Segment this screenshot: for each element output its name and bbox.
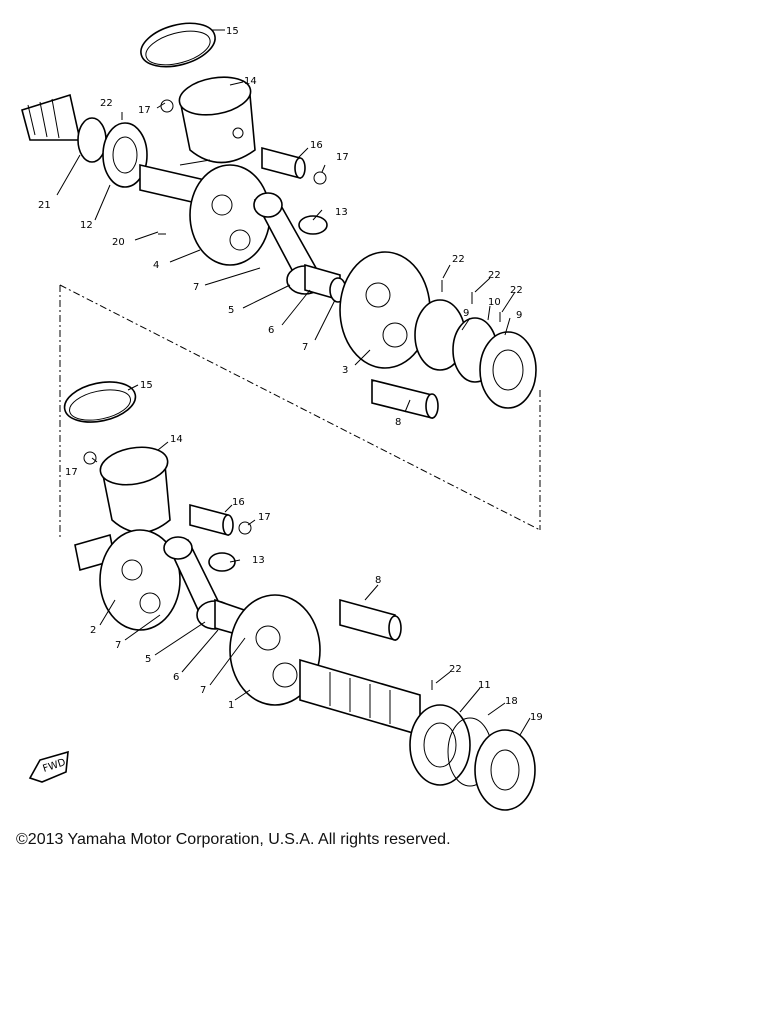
- callout: 12: [80, 220, 93, 231]
- callout: 7: [200, 685, 206, 696]
- callout: 5: [228, 305, 234, 316]
- callout: 21: [38, 200, 51, 211]
- callout: 13: [252, 555, 265, 566]
- callout: 22: [510, 285, 523, 296]
- oil-seal: [77, 117, 107, 163]
- callout: 7: [193, 282, 199, 293]
- callout: 22: [449, 664, 462, 675]
- circlip: [313, 171, 327, 185]
- piston-ring: [63, 381, 137, 423]
- callout: 10: [488, 297, 501, 308]
- callout: 7: [302, 342, 308, 353]
- callout: 8: [395, 417, 401, 428]
- callout: 16: [232, 497, 245, 508]
- callout: 17: [138, 105, 151, 116]
- forward-arrow-icon: FWD: [28, 750, 69, 783]
- callout: 6: [173, 672, 179, 683]
- crankshaft-exploded-diagram: FWD 15 14 22 17 16 17 21 12 13 20 4 7 5 …: [21, 22, 543, 811]
- piston-pin: [261, 146, 301, 180]
- callout: 8: [375, 575, 381, 586]
- crank-wheel: [229, 594, 321, 706]
- needle-bearing: [208, 552, 236, 572]
- output-shaft: [299, 658, 421, 737]
- lower-crank-assembly: [63, 381, 536, 811]
- crank-wheel: [339, 251, 431, 369]
- callout: 14: [244, 76, 257, 87]
- callout-leaders: [56, 29, 531, 736]
- callout: 17: [65, 467, 78, 478]
- piston-pin: [189, 503, 229, 537]
- callout: 19: [530, 712, 543, 723]
- callout: 20: [112, 237, 125, 248]
- oil-seal: [474, 729, 536, 811]
- callout: 22: [452, 254, 465, 265]
- callout: 4: [153, 260, 159, 271]
- copyright-notice: ©2013 Yamaha Motor Corporation, U.S.A. A…: [16, 831, 451, 848]
- callout: 14: [170, 434, 183, 445]
- circlip: [238, 521, 252, 535]
- needle-bearing: [298, 215, 328, 235]
- callout: 9: [463, 308, 469, 319]
- callout: 17: [336, 152, 349, 163]
- upper-crank-assembly: [21, 22, 537, 420]
- callout-labels: 15 14 22 17 16 17 21 12 13 20 4 7 5 6 7 …: [38, 26, 543, 723]
- crank-wheel: [189, 164, 271, 266]
- callout: 22: [488, 270, 501, 281]
- callout: 17: [258, 512, 271, 523]
- callout: 18: [505, 696, 518, 707]
- callout: 1: [228, 700, 234, 711]
- callout: 7: [115, 640, 121, 651]
- shaft: [371, 378, 433, 420]
- callout: 15: [140, 380, 153, 391]
- bearing: [409, 704, 471, 786]
- callout: 22: [100, 98, 113, 109]
- callout: 15: [226, 26, 239, 37]
- shaft: [339, 598, 396, 642]
- piston-ring: [140, 22, 216, 68]
- callout: 9: [516, 310, 522, 321]
- bearing: [102, 122, 148, 188]
- callout: 5: [145, 654, 151, 665]
- callout: 2: [90, 625, 96, 636]
- callout: 16: [310, 140, 323, 151]
- bearing: [479, 331, 537, 409]
- callout: 6: [268, 325, 274, 336]
- assembly-guide-lines: [59, 284, 541, 540]
- callout: 11: [478, 680, 491, 691]
- callout: 3: [342, 365, 348, 376]
- callout: 13: [335, 207, 348, 218]
